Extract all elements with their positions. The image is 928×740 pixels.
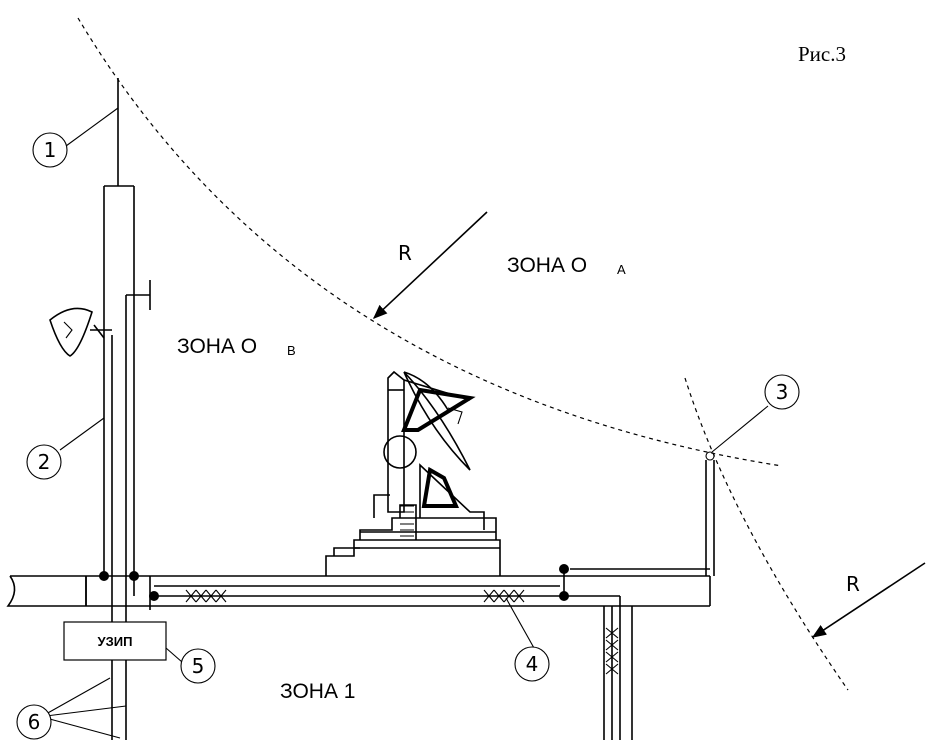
svg-text:1: 1 <box>44 138 57 162</box>
antenna-base <box>325 463 501 576</box>
building-descent <box>603 596 633 740</box>
svg-text:УЗИП: УЗИП <box>98 634 133 649</box>
large-dish-antenna <box>383 370 476 513</box>
zone-b-sub: В <box>287 343 296 358</box>
spd-box: УЗИП <box>63 621 167 661</box>
radius-arrow-upper <box>372 211 488 319</box>
callout-2: 2 <box>26 417 105 480</box>
zone-a-sub: А <box>617 262 626 277</box>
zone-b-label: ЗОНА О <box>177 335 257 358</box>
radius-label-upper: R <box>398 241 412 265</box>
svg-text:5: 5 <box>192 654 205 678</box>
svg-text:6: 6 <box>28 710 41 734</box>
svg-text:4: 4 <box>526 652 539 676</box>
radius-label-lower: R <box>846 572 860 596</box>
svg-text:3: 3 <box>776 380 789 404</box>
roof-slab <box>6 575 711 610</box>
svg-text:2: 2 <box>38 450 51 474</box>
shield-markers <box>185 589 525 603</box>
bonding-conductor <box>133 568 710 597</box>
air-terminal <box>705 451 715 576</box>
callout-3: 3 <box>711 374 800 453</box>
protection-boundary-arc-main <box>77 17 783 467</box>
callout-6: 6 <box>16 677 127 740</box>
zone-a-label: ЗОНА О <box>507 254 587 277</box>
radius-arrow-lower <box>811 562 926 638</box>
callout-5: 5 <box>165 647 216 684</box>
callout-4: 4 <box>505 597 550 682</box>
junction-dots <box>99 564 569 601</box>
callout-1: 1 <box>32 107 119 168</box>
antenna-mast <box>103 185 151 740</box>
protection-boundary-arc-secondary <box>684 377 849 691</box>
zone-1-label: ЗОНА 1 <box>280 680 355 703</box>
figure-label: Рис.3 <box>798 42 846 66</box>
small-dish-antenna <box>49 307 112 357</box>
